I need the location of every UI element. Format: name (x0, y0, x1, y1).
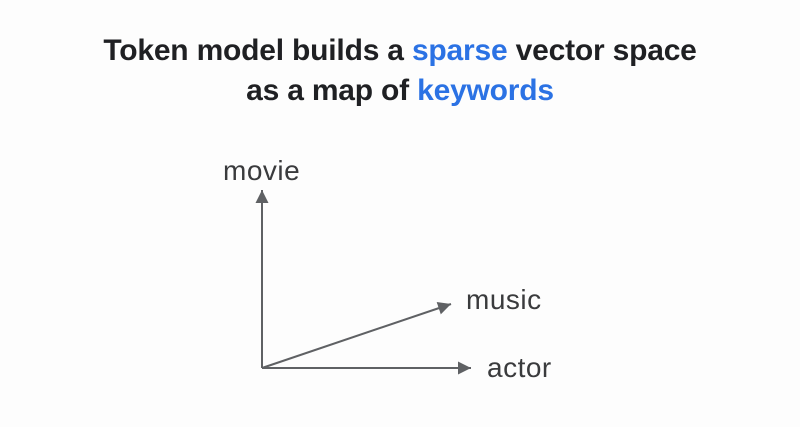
title-highlight-sparse: sparse (411, 34, 508, 67)
title-line1-text: Token model builds a (103, 34, 404, 67)
title-line-2: as a map of keywords (0, 71, 800, 111)
axis-label-actor: actor (487, 352, 552, 383)
title-highlight-keywords: keywords (417, 74, 554, 107)
axis-label-music: music (466, 284, 542, 315)
title-line-1: Token model builds a sparse vector space (0, 31, 800, 71)
slide-title: Token model builds a sparse vector space… (0, 31, 800, 111)
title-line2-text: as a map of (246, 74, 409, 107)
axis-label-movie: movie (223, 155, 301, 186)
title-line1-suffix: vector space (515, 34, 697, 67)
diagonal-vector-arrow-music (261, 302, 452, 369)
